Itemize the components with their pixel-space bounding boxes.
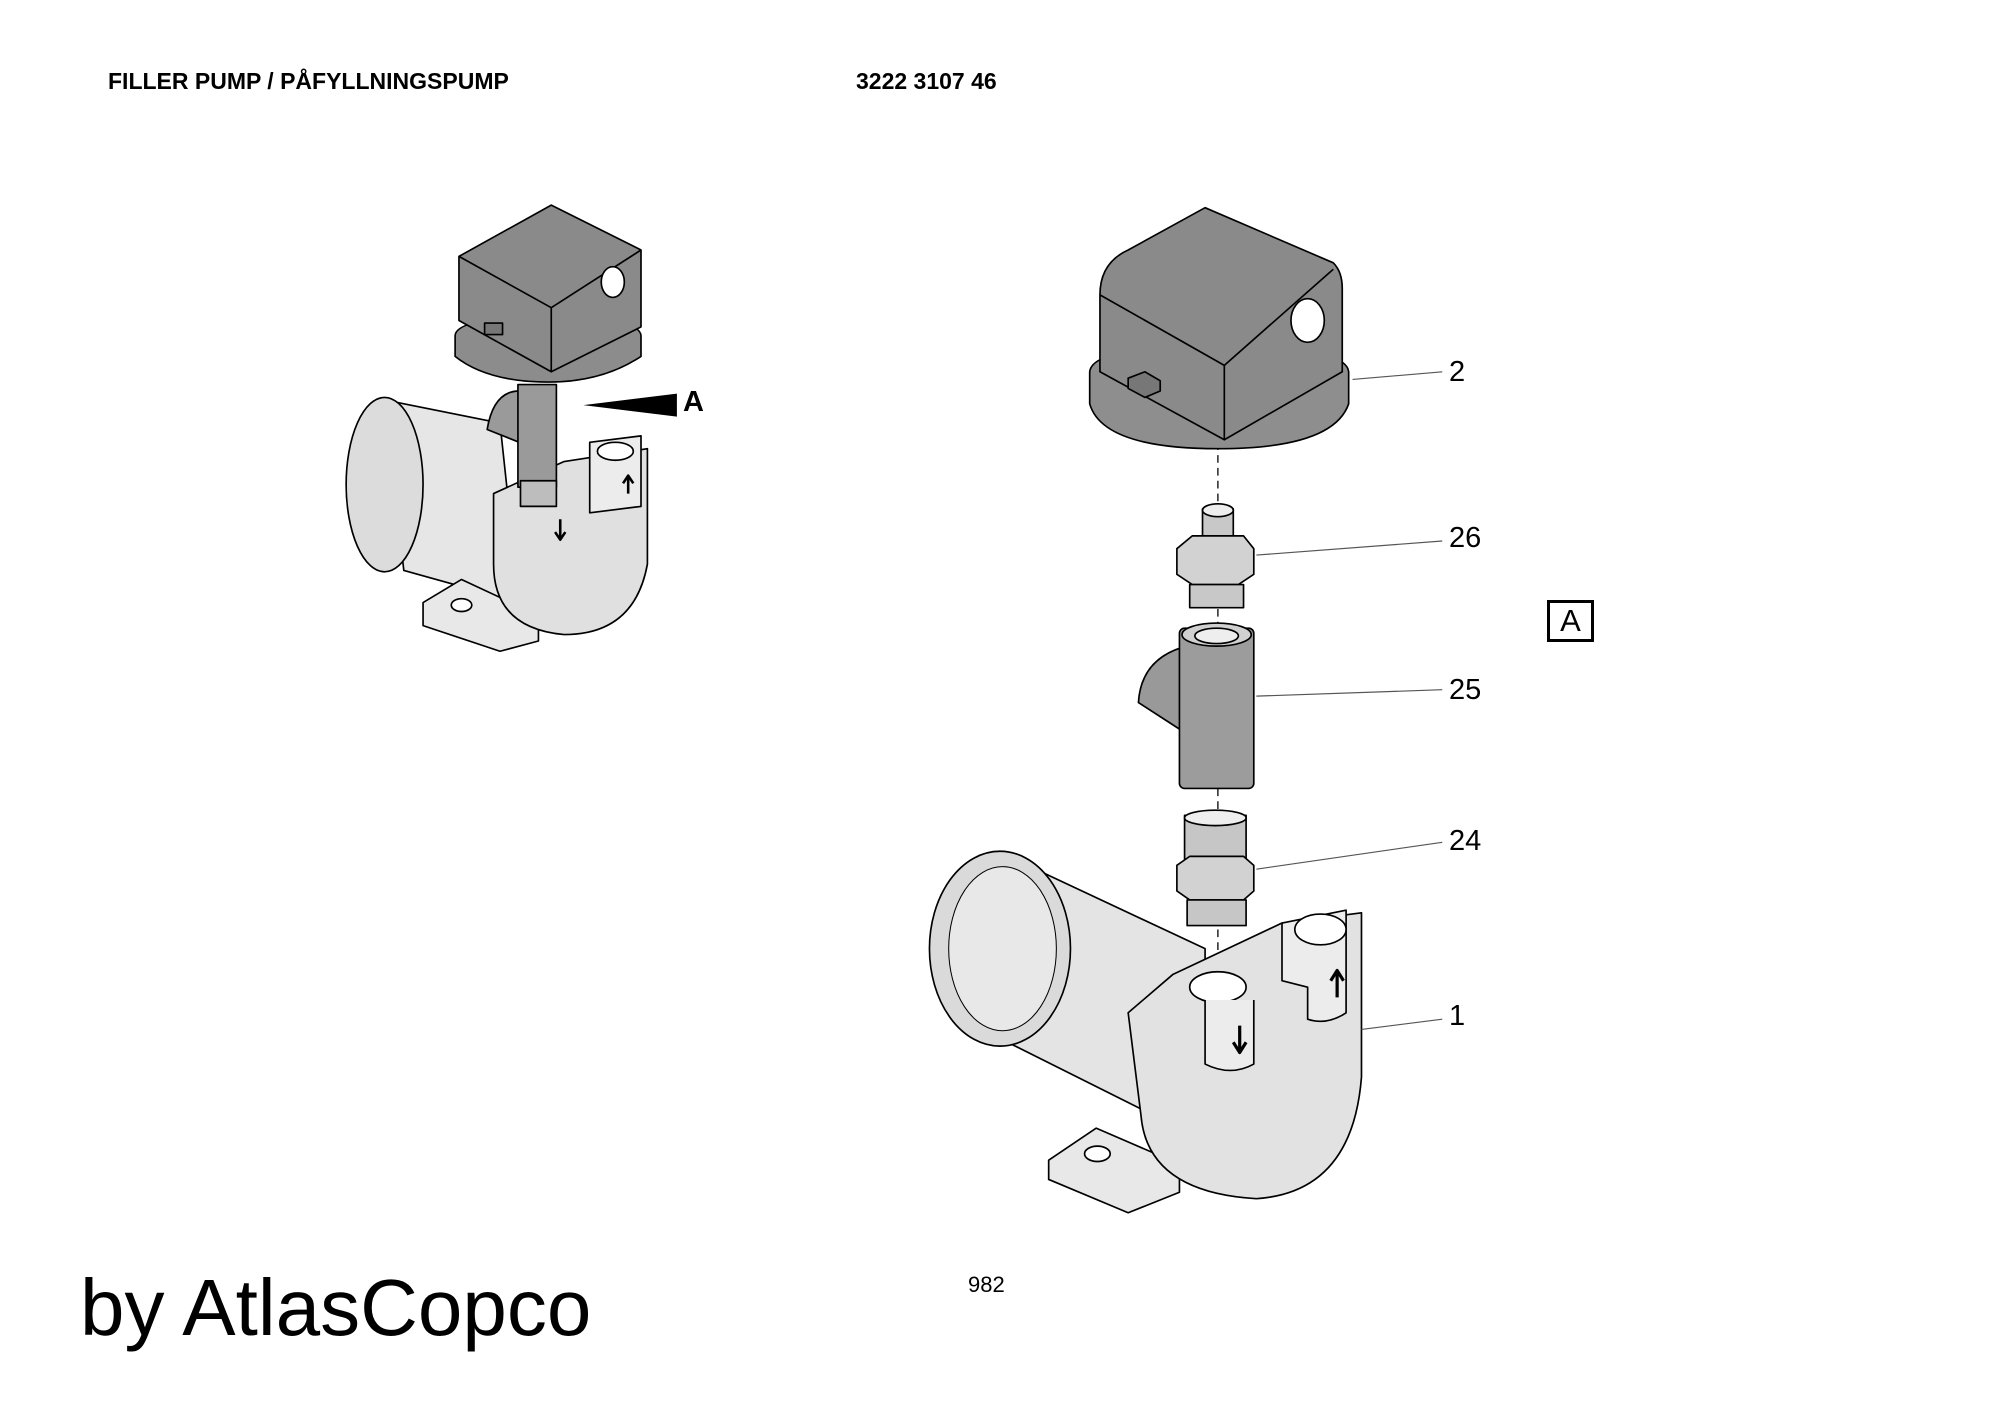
part-2-pressure-switch xyxy=(1088,206,1350,450)
callout-leaders xyxy=(1256,371,1443,1031)
callout-24: 24 xyxy=(1449,825,1482,857)
page-number: 982 xyxy=(968,1272,1005,1297)
part-25-tee xyxy=(1137,622,1255,790)
part-26-nipple xyxy=(1176,502,1255,609)
assembled-pump-illustration xyxy=(345,204,649,653)
callout-25: 25 xyxy=(1449,674,1482,706)
part-1-pump xyxy=(928,850,1363,1214)
callout-1: 1 xyxy=(1449,1000,1466,1032)
page-title: FILLER PUMP / PÅFYLLNINGSPUMP xyxy=(108,68,509,94)
detail-marker-label: A xyxy=(683,386,704,418)
watermark: by AtlasCopco xyxy=(80,1263,592,1352)
detail-box-label: A xyxy=(1547,600,1594,642)
callout-26: 26 xyxy=(1449,522,1482,554)
part-24-nipple xyxy=(1176,809,1255,927)
callout-2: 2 xyxy=(1449,356,1466,388)
detail-pointer-arrow xyxy=(583,393,677,417)
part-number: 3222 3107 46 xyxy=(856,68,997,94)
